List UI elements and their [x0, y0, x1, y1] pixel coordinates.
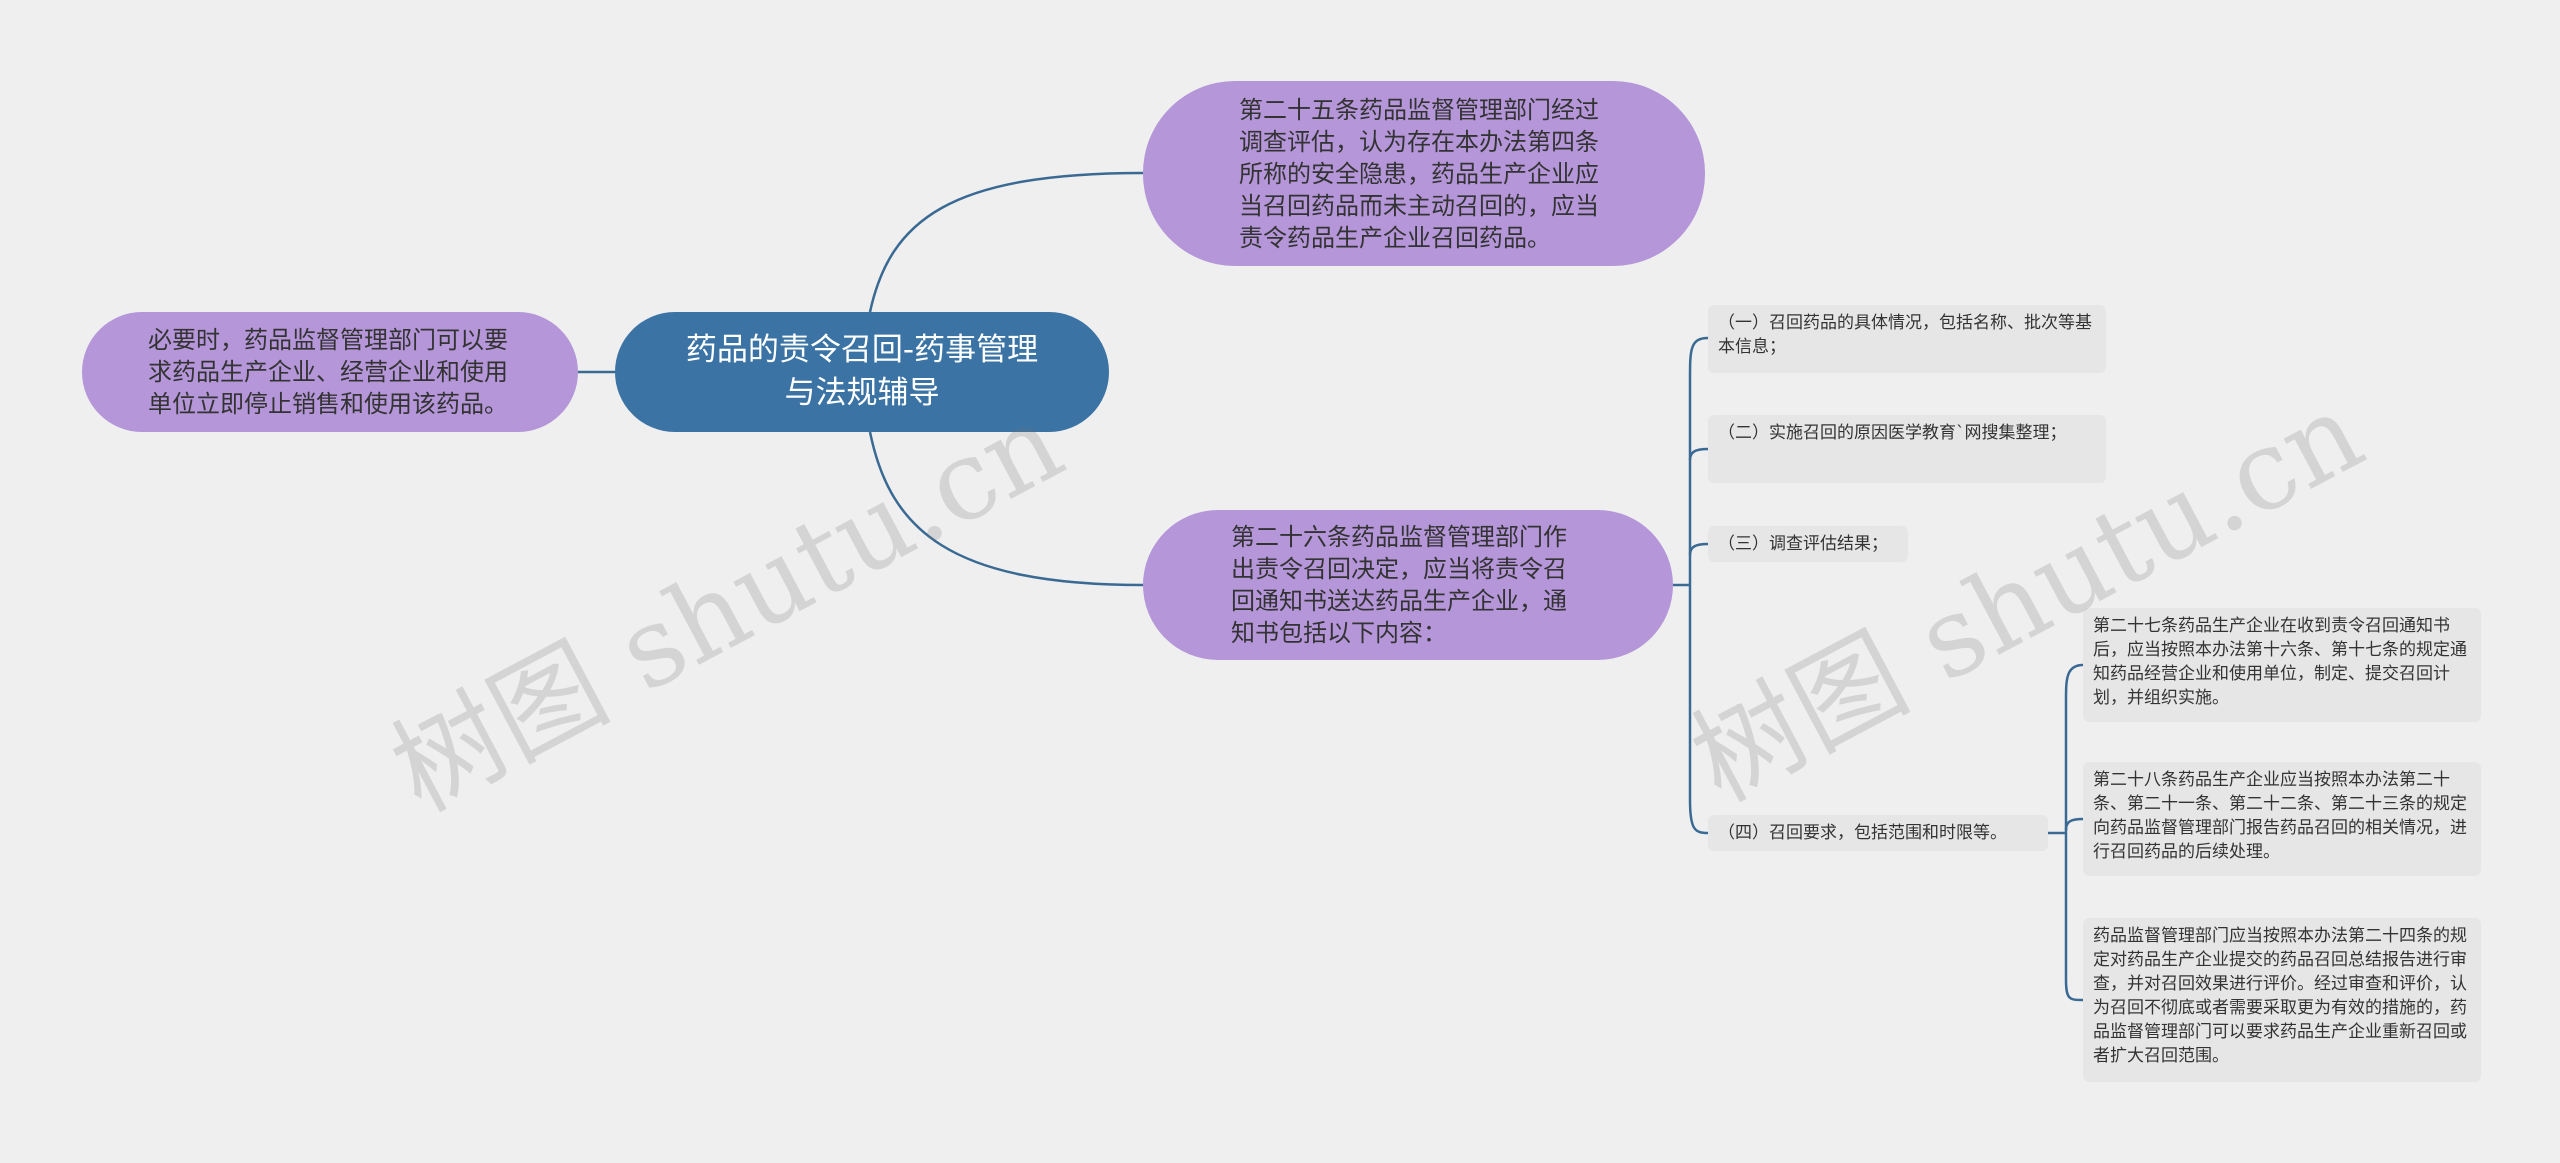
link-root-top — [868, 171, 1144, 313]
branch-node-article-26[interactable]: 第二十六条药品监督管理部门作出责令召回决定，应当将责令召回通知书送达药品生产企业… — [1143, 510, 1673, 660]
link-item-3 — [1688, 542, 1709, 556]
link-item-2 — [1688, 447, 1709, 461]
link-sub-1 — [2064, 663, 2084, 1002]
leaf-item-1[interactable]: （一）召回药品的具体情况，包括名称、批次等基本信息； — [1708, 305, 2106, 373]
root-node[interactable]: 药品的责令召回-药事管理与法规辅导 — [615, 312, 1109, 432]
leaf-item-3[interactable]: （三）调查评估结果； — [1708, 526, 1908, 562]
link-root-mid — [868, 431, 1144, 587]
branch-mid-text: 第二十六条药品监督管理部门作出责令召回决定，应当将责令召回通知书送达药品生产企业… — [1231, 523, 1567, 647]
subleaf-2-text: 第二十八条药品生产企业应当按照本办法第二十条、第二十一条、第二十二条、第二十三条… — [2093, 770, 2467, 862]
leaf-item-2-text: （二）实施召回的原因医学教育`网搜集整理； — [1718, 423, 2067, 443]
leaf-item-4-text: （四）召回要求，包括范围和时限等。 — [1718, 823, 2007, 843]
subleaf-review[interactable]: 药品监督管理部门应当按照本办法第二十四条的规定对药品生产企业提交的药品召回总结报… — [2083, 918, 2481, 1082]
root-label: 药品的责令召回-药事管理与法规辅导 — [685, 332, 1039, 411]
subleaf-article-27[interactable]: 第二十七条药品生产企业在收到责令召回通知书后，应当按照本办法第十六条、第十七条的… — [2083, 608, 2481, 722]
leaf-item-3-text: （三）调查评估结果； — [1718, 534, 1888, 554]
branch-top-text: 第二十五条药品监督管理部门经过调查评估，认为存在本办法第四条所称的安全隐患，药品… — [1239, 95, 1599, 252]
branch-node-left[interactable]: 必要时，药品监督管理部门可以要求药品生产企业、经营企业和使用单位立即停止销售和使… — [82, 312, 578, 432]
subleaf-3-text: 药品监督管理部门应当按照本办法第二十四条的规定对药品生产企业提交的药品召回总结报… — [2093, 926, 2467, 1066]
leaf-item-4[interactable]: （四）召回要求，包括范围和时限等。 — [1708, 815, 2048, 851]
leaf-item-1-text: （一）召回药品的具体情况，包括名称、批次等基本信息； — [1718, 313, 2092, 357]
link-sub-2 — [2064, 817, 2084, 831]
link-item-1 — [1688, 336, 1709, 835]
leaf-item-2[interactable]: （二）实施召回的原因医学教育`网搜集整理； — [1708, 415, 2106, 483]
branch-node-article-25[interactable]: 第二十五条药品监督管理部门经过调查评估，认为存在本办法第四条所称的安全隐患，药品… — [1143, 81, 1705, 266]
branch-left-text: 必要时，药品监督管理部门可以要求药品生产企业、经营企业和使用单位立即停止销售和使… — [148, 326, 508, 418]
subleaf-article-28[interactable]: 第二十八条药品生产企业应当按照本办法第二十条、第二十一条、第二十二条、第二十三条… — [2083, 762, 2481, 876]
subleaf-1-text: 第二十七条药品生产企业在收到责令召回通知书后，应当按照本办法第十六条、第十七条的… — [2093, 616, 2467, 708]
